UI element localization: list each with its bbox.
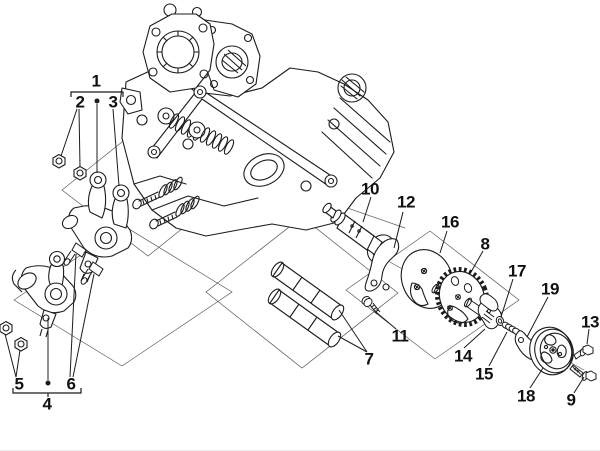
valve-assembly-b: [149, 195, 200, 230]
hex-bolt-long: [569, 364, 597, 382]
flange-nut: [52, 153, 66, 169]
fixing-screw: [361, 295, 381, 315]
hex-bolt-short: [573, 344, 594, 360]
group-1-bracket: [70, 91, 124, 97]
cam-rotor: [529, 326, 574, 376]
flange-nut: [14, 336, 28, 352]
adjuster-bolt: [80, 261, 104, 285]
spark-plug-well: [337, 73, 367, 103]
valve-assembly-a: [132, 176, 183, 210]
cylinder-head: [119, 67, 395, 237]
rocker-shaft-pins: [267, 261, 345, 348]
decompressor-assembly: [463, 293, 503, 330]
rocker-shaft-bracket: [147, 85, 338, 188]
group-1-anchor-dot: [94, 98, 100, 104]
group-brackets: [12, 91, 124, 397]
valve-spring-lower: [188, 121, 235, 155]
head-gasket-left: [142, 3, 215, 93]
cam-retaining-plate: [364, 238, 400, 292]
cooling-fins: [321, 97, 391, 179]
group-4-bracket: [12, 388, 82, 394]
rocker-arm-assembly-lower: [11, 250, 77, 338]
group-4-anchor-dot: [45, 380, 51, 386]
rocker-arm-assembly-upper: [61, 171, 133, 283]
head-side-flange: [119, 87, 143, 115]
flange-nut: [73, 165, 87, 181]
flange-nut: [0, 320, 13, 336]
adjuster-bolt: [63, 242, 87, 266]
leader-lines: [4, 104, 590, 394]
